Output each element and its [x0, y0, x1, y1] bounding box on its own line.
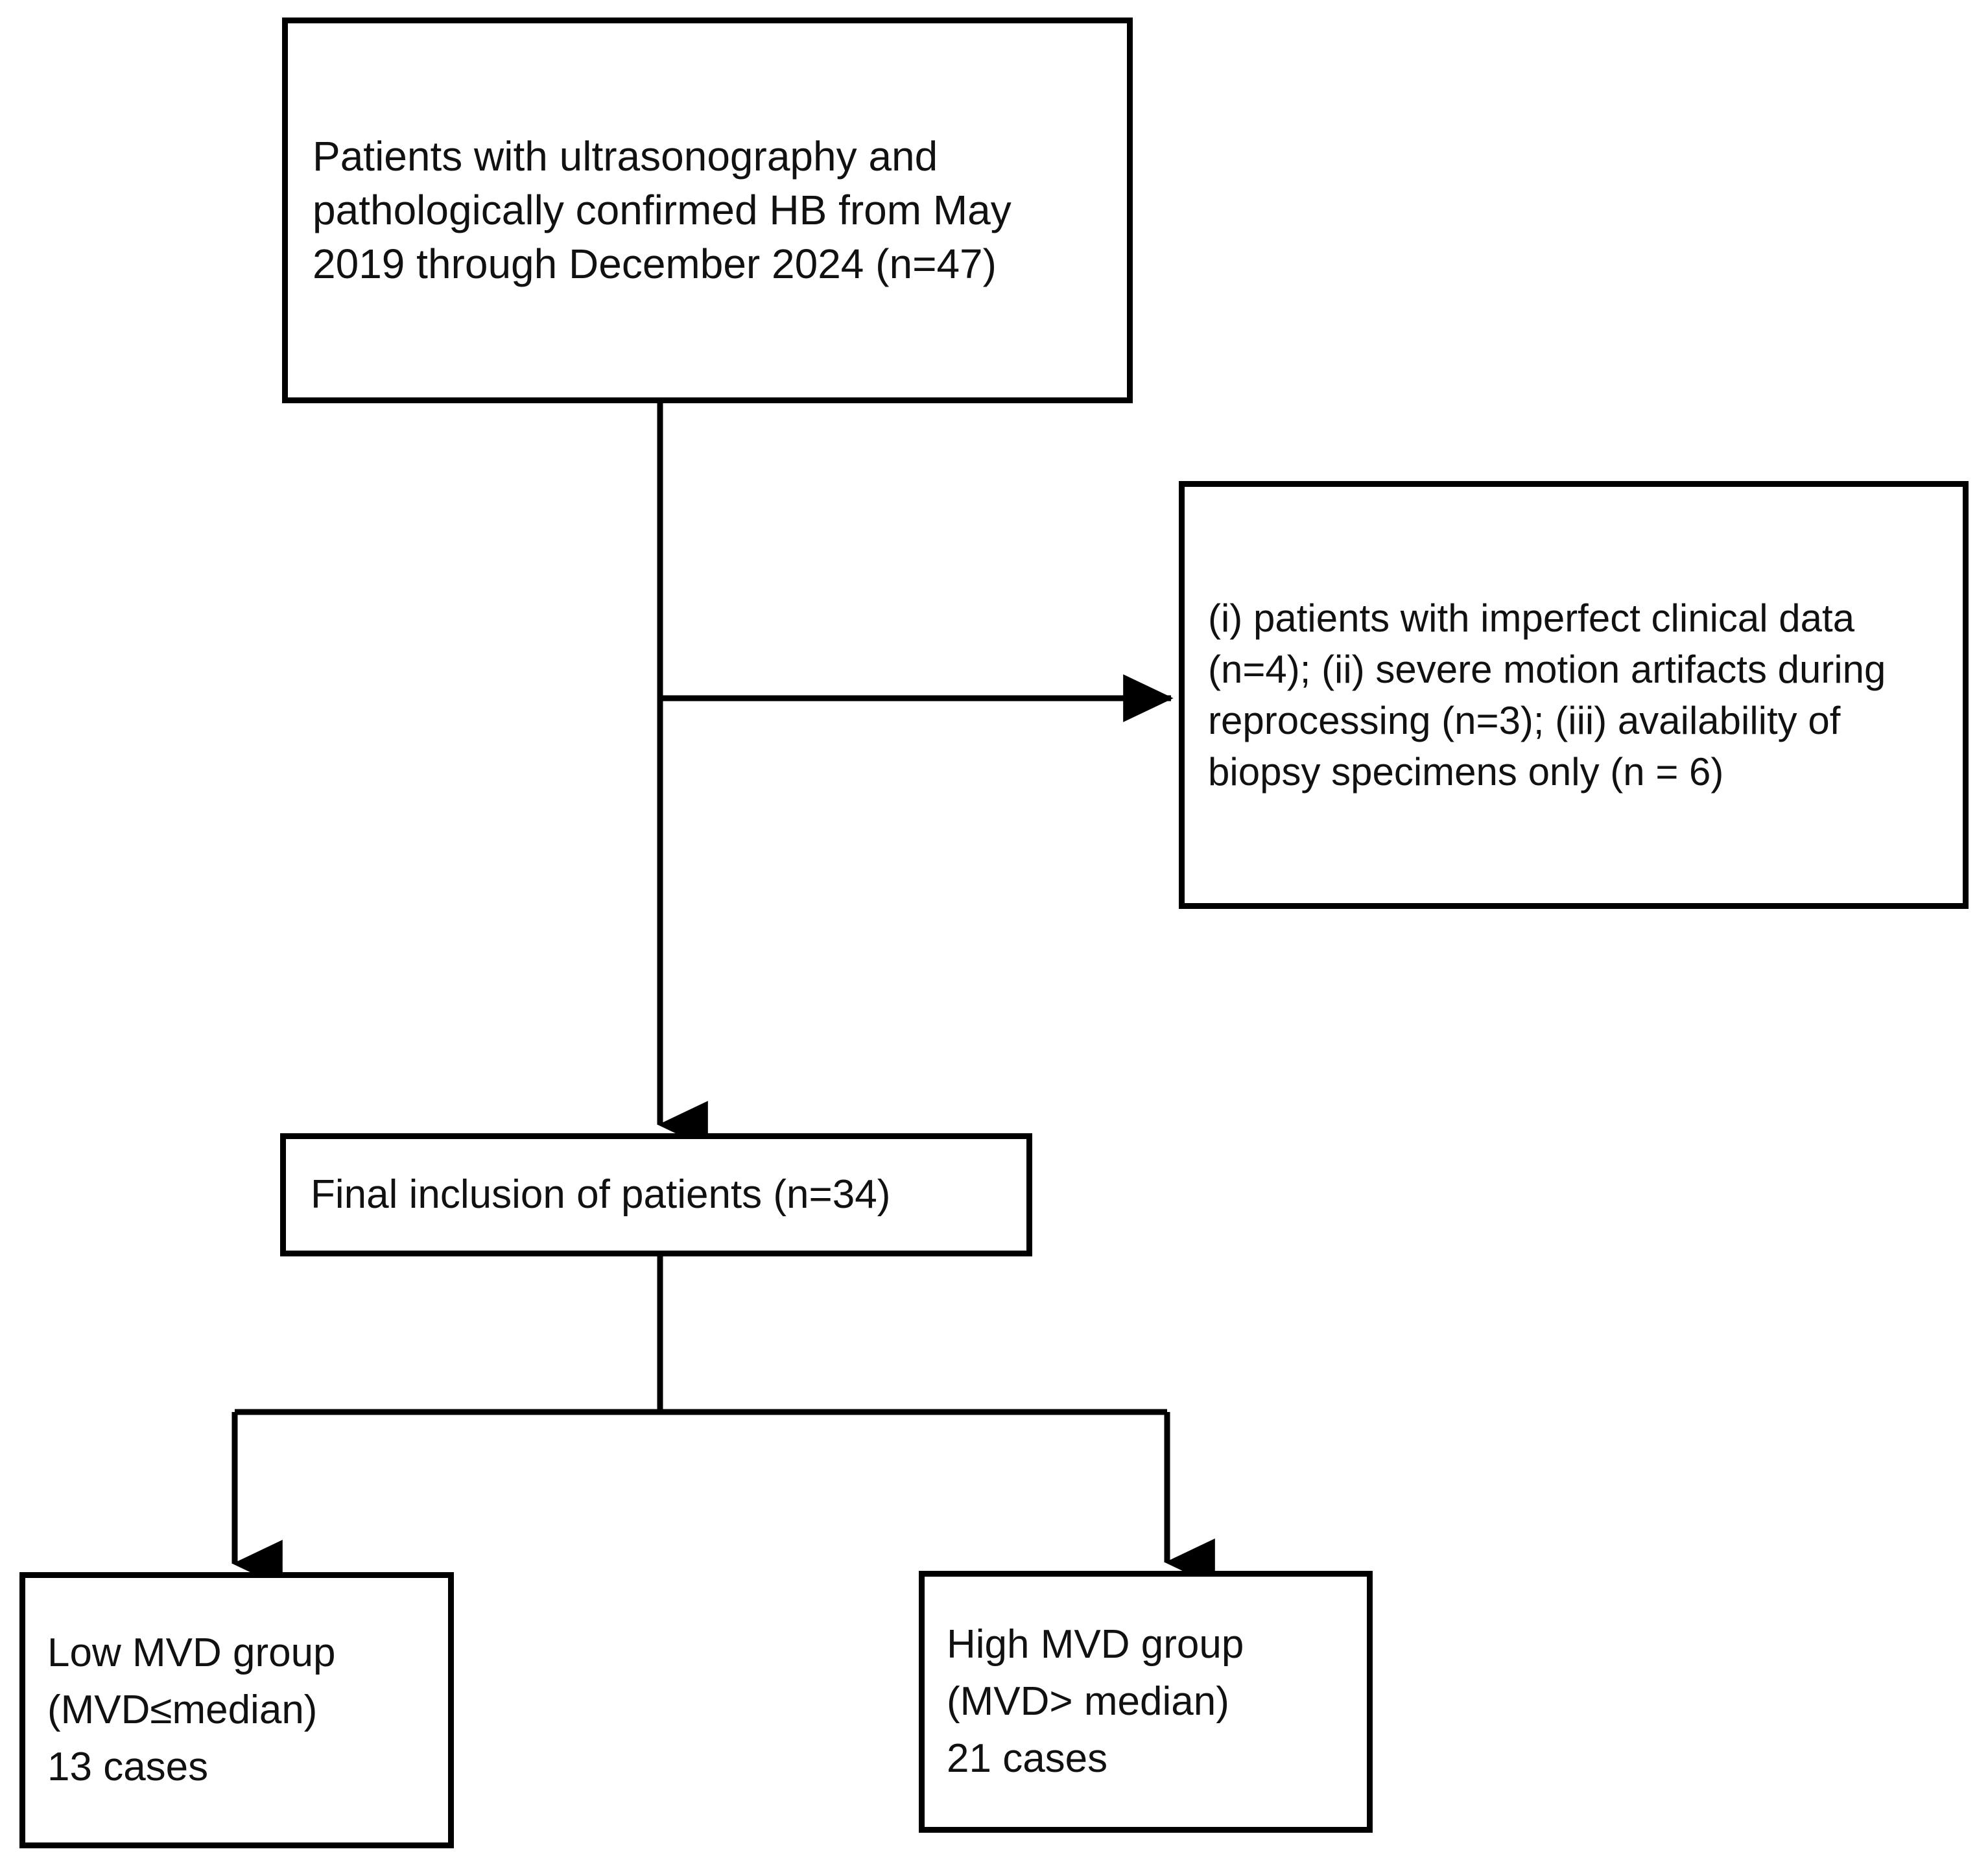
node-study-population: Patients with ultrasonography and pathol…: [282, 18, 1133, 403]
node-exclusion-criteria: (i) patients with imperfect clinical dat…: [1179, 481, 1969, 909]
node-exclusion-criteria-text: (i) patients with imperfect clinical dat…: [1208, 596, 1897, 794]
node-final-cohort-text: Final inclusion of patients (n=34): [311, 1172, 891, 1218]
node-final-cohort: Final inclusion of patients (n=34): [280, 1133, 1032, 1256]
node-low-mvd-group-text: Low MVD group (MVD≤median) 13 cases: [47, 1630, 336, 1790]
node-high-mvd-group: High MVD group (MVD> median) 21 cases: [919, 1571, 1373, 1833]
node-study-population-text: Patients with ultrasonography and pathol…: [313, 132, 1023, 288]
node-high-mvd-group-text: High MVD group (MVD> median) 21 cases: [947, 1621, 1244, 1782]
node-low-mvd-group: Low MVD group (MVD≤median) 13 cases: [19, 1572, 454, 1848]
